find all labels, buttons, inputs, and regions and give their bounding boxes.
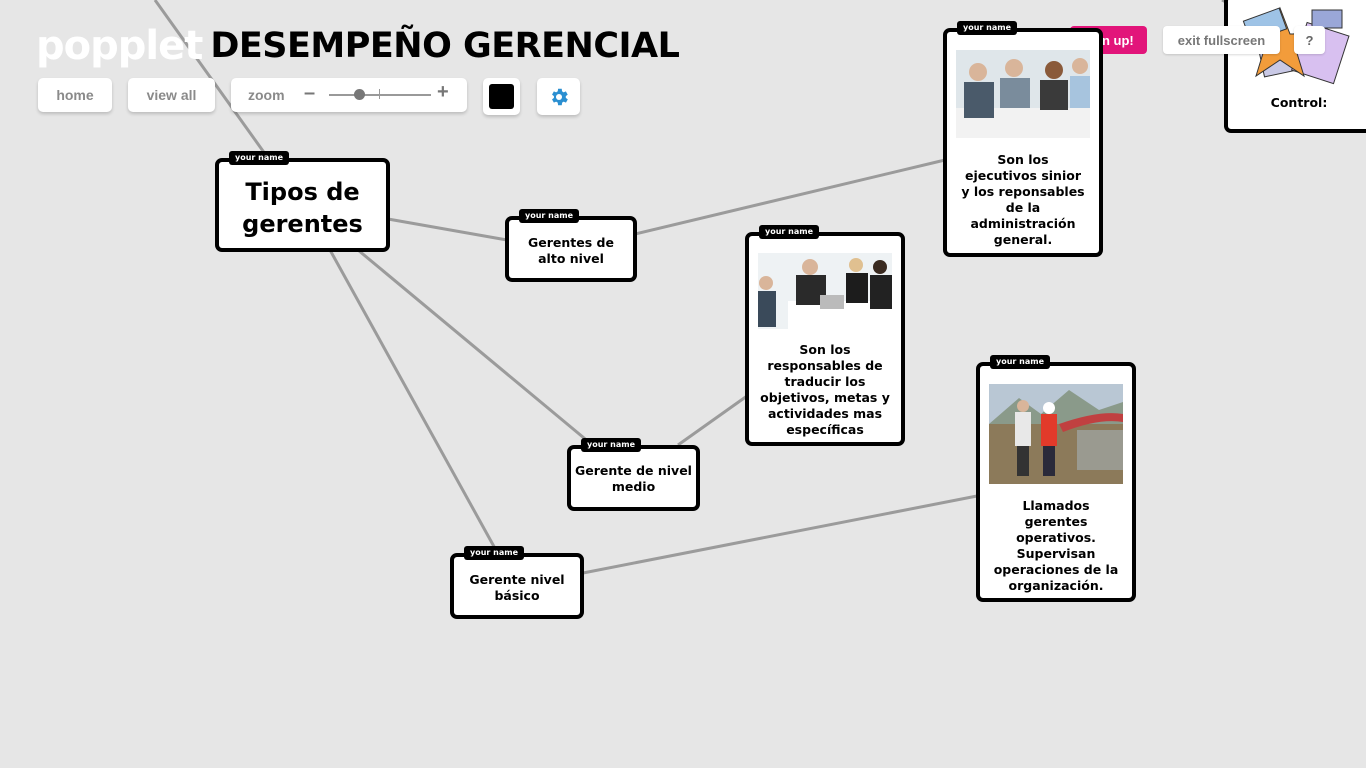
popple-text: Son los ejecutivos sinior y los reponsab… (961, 152, 1085, 247)
popple-control[interactable]: Control: (1224, 0, 1366, 133)
gear-icon (551, 88, 568, 105)
connector-line (387, 217, 508, 242)
executives-meeting-photo (956, 50, 1090, 138)
popple-text: Gerente nivel básico (469, 572, 565, 603)
zoom-out-button[interactable]: – (304, 82, 316, 104)
help-button[interactable]: ? (1294, 26, 1325, 54)
zoom-slider-track[interactable] (329, 94, 431, 96)
home-button[interactable]: home (38, 78, 112, 112)
color-swatch (489, 84, 514, 109)
popple-operativos[interactable]: your name Llamados gerentes operativos. … (976, 355, 1136, 602)
popple-text: Control: (1270, 95, 1328, 110)
author-tag: your name (957, 21, 1017, 35)
author-tag: your name (759, 225, 819, 239)
connector-line (677, 394, 748, 447)
popple-gerente-nivel-medio[interactable]: your name Gerente de nivel medio (567, 438, 700, 511)
popple-ejecutivos[interactable]: your name Son los ejecutivos sinior y lo… (943, 21, 1103, 257)
zoom-in-button[interactable]: + (437, 81, 449, 103)
construction-site-photo (989, 384, 1123, 484)
connector-line (357, 248, 591, 445)
author-tag: your name (464, 546, 524, 560)
zoom-slider-tick (379, 89, 380, 99)
popple-text: Llamados gerentes operativos. Supervisan… (993, 498, 1119, 593)
author-tag: your name (519, 209, 579, 223)
popple-text: Tipos de gerentes (242, 178, 363, 238)
popplet-logo[interactable]: popplet (36, 23, 203, 69)
connector-line (634, 158, 946, 236)
color-picker-button[interactable] (483, 78, 520, 115)
author-tag: your name (581, 438, 641, 452)
popple-responsables[interactable]: your name Son los responsables de traduc… (745, 225, 905, 446)
connector-line (582, 494, 978, 575)
popple-tipos-de-gerentes[interactable]: your name Tipos de gerentes (215, 151, 390, 252)
zoom-slider-handle[interactable] (354, 89, 366, 100)
settings-button[interactable] (537, 78, 580, 115)
author-tag: your name (990, 355, 1050, 369)
popple-text: Gerentes de alto nivel (528, 235, 614, 266)
board-title: DESEMPEÑO GERENCIAL (210, 26, 680, 66)
popple-gerente-nivel-basico[interactable]: your name Gerente nivel básico (450, 546, 584, 619)
header-brand: popplet DESEMPEÑO GERENCIAL (36, 20, 680, 72)
exit-fullscreen-button[interactable]: exit fullscreen (1163, 26, 1280, 54)
zoom-control: zoom – + (231, 78, 467, 112)
connector-line (328, 249, 499, 553)
view-all-button[interactable]: view all (128, 78, 215, 112)
popple-gerentes-alto-nivel[interactable]: your name Gerentes de alto nivel (505, 209, 637, 282)
zoom-label: zoom (248, 87, 285, 103)
author-tag: your name (229, 151, 289, 165)
popple-text: Son los responsables de traducir los obj… (760, 342, 890, 437)
managers-meeting-photo (758, 253, 892, 329)
popple-text: Gerente de nivel medio (575, 463, 692, 494)
